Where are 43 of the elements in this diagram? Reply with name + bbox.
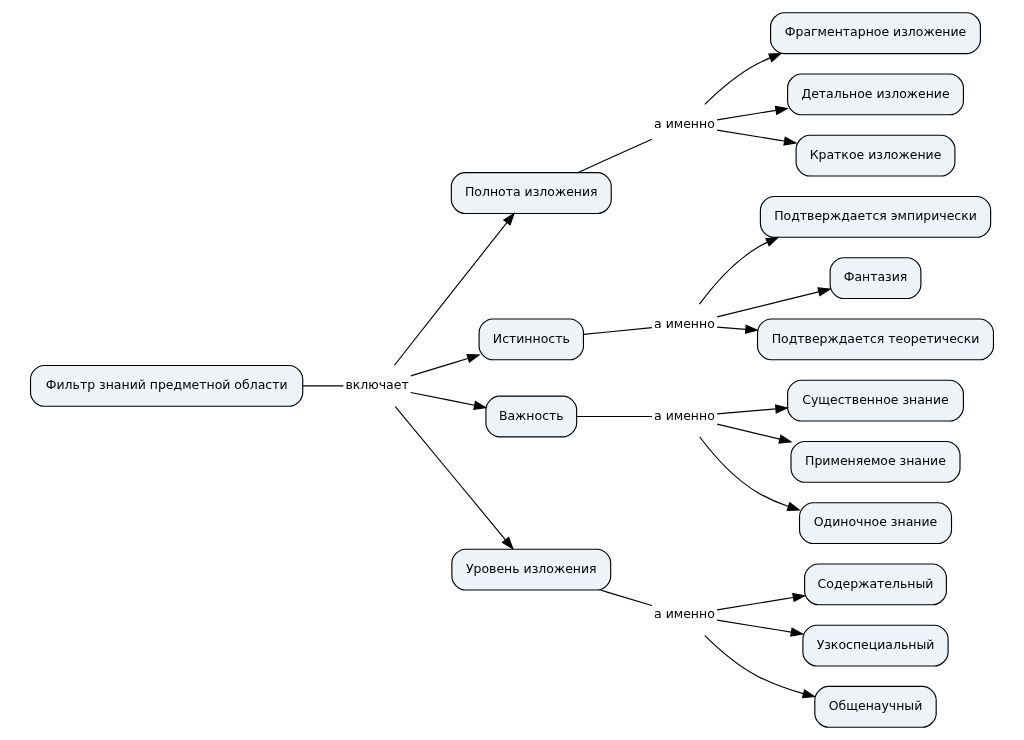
connector xyxy=(582,327,653,335)
node-box: Детальное изложение xyxy=(787,73,964,116)
node-box: Содержательный xyxy=(804,563,947,606)
node-box: Одиночное знание xyxy=(798,502,953,545)
node-box: Подтверждается теоретически xyxy=(757,318,995,361)
arrow xyxy=(704,52,783,105)
node-text: включает xyxy=(345,377,409,393)
node-box: Важность xyxy=(485,395,578,438)
node-text: а именно xyxy=(654,315,715,331)
node-box: Фильтр знаний предметной области xyxy=(29,364,304,407)
node-text: а именно xyxy=(654,407,715,423)
arrow xyxy=(699,436,801,511)
node-box: Краткое изложение xyxy=(795,134,956,177)
node-box: Существенное знание xyxy=(787,379,964,422)
arrow xyxy=(716,287,832,318)
arrow xyxy=(716,592,807,611)
node-box: Узкоспециальный xyxy=(802,624,949,667)
node-box: Полнота изложения xyxy=(450,172,612,215)
connector xyxy=(577,138,653,174)
node-box: Применяемое знание xyxy=(790,440,961,483)
connector xyxy=(302,385,345,387)
node-box: Истинность xyxy=(478,318,584,361)
node-box: Общенаучный xyxy=(814,685,937,728)
node-box: Уровень изложения xyxy=(451,548,612,591)
node-box: Подтверждается эмпирически xyxy=(759,195,992,238)
node-text: а именно xyxy=(654,116,715,132)
arrow xyxy=(410,353,481,377)
node-box: Фантазия xyxy=(829,257,922,300)
arrow xyxy=(716,129,798,146)
arrow xyxy=(716,324,759,335)
arrow xyxy=(394,406,514,550)
arrow xyxy=(716,619,805,637)
node-box: Фрагментарное изложение xyxy=(770,12,981,55)
arrow xyxy=(698,236,780,305)
arrow xyxy=(393,212,516,366)
arrow xyxy=(716,423,793,444)
arrow xyxy=(716,105,789,121)
arrow xyxy=(716,404,789,415)
connector xyxy=(576,415,653,418)
node-text: а именно xyxy=(654,606,715,622)
connector xyxy=(599,589,653,607)
arrow xyxy=(704,635,817,699)
arrow xyxy=(410,391,488,410)
